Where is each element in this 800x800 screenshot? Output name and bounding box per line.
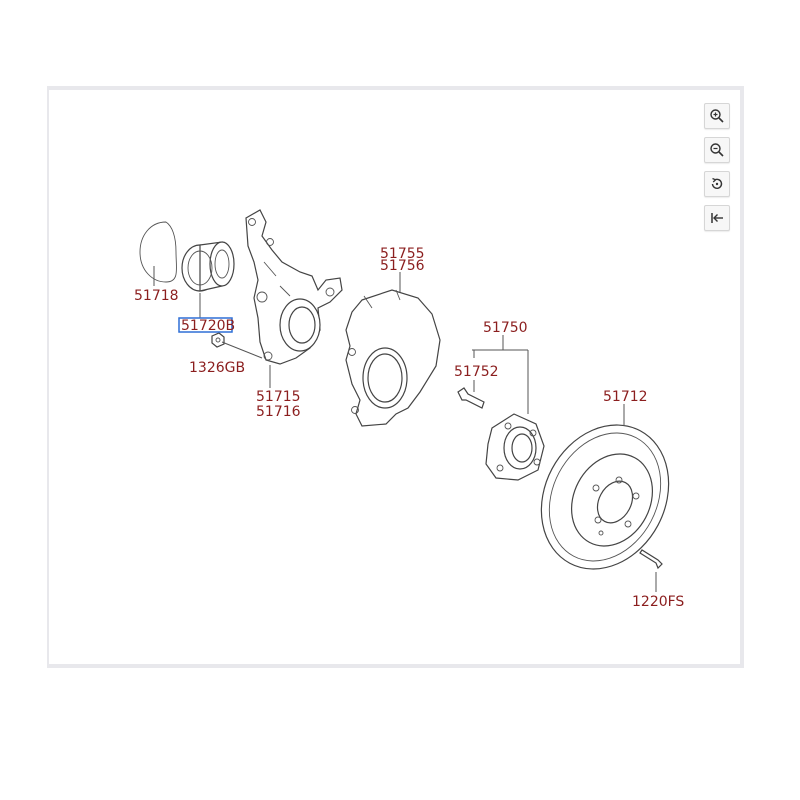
zoom-in-button[interactable] <box>704 103 730 129</box>
label-51750[interactable]: 51750 <box>483 320 528 336</box>
reset-rotate-icon <box>711 177 723 190</box>
dust-shield-part[interactable] <box>345 289 441 427</box>
zoom-out-icon <box>710 143 724 157</box>
collapse-panel-button[interactable] <box>704 205 730 231</box>
label-51720B[interactable]: 51720B <box>181 318 235 334</box>
highlight-51720B <box>178 317 233 333</box>
label-51715[interactable]: 51715 <box>256 389 301 405</box>
collapse-left-icon <box>711 213 723 223</box>
label-51752[interactable]: 51752 <box>454 364 499 380</box>
brake-disc-part[interactable] <box>517 403 693 592</box>
zoom-out-button[interactable] <box>704 137 730 163</box>
nut-part[interactable] <box>211 332 225 348</box>
label-1326GB[interactable]: 1326GB <box>189 360 245 376</box>
reset-view-button[interactable] <box>704 171 730 197</box>
zoom-in-icon <box>710 109 724 123</box>
label-51755[interactable]: 51755 <box>380 246 425 262</box>
leader-lines <box>153 266 657 592</box>
viewer-toolbar <box>704 103 730 239</box>
wheel-hub-part[interactable] <box>485 413 545 481</box>
steering-knuckle-part[interactable] <box>245 209 343 365</box>
label-1220FS[interactable]: 1220FS <box>632 594 684 610</box>
label-51712[interactable]: 51712 <box>603 389 648 405</box>
hub-bolt-part[interactable] <box>457 387 485 409</box>
wheel-bearing-part[interactable] <box>181 241 235 292</box>
snap-ring-part[interactable] <box>139 221 177 283</box>
label-51718[interactable]: 51718 <box>134 288 179 304</box>
label-51756[interactable]: 51756 <box>380 258 425 274</box>
disc-screw-part[interactable] <box>639 549 663 570</box>
label-51716[interactable]: 51716 <box>256 404 301 420</box>
